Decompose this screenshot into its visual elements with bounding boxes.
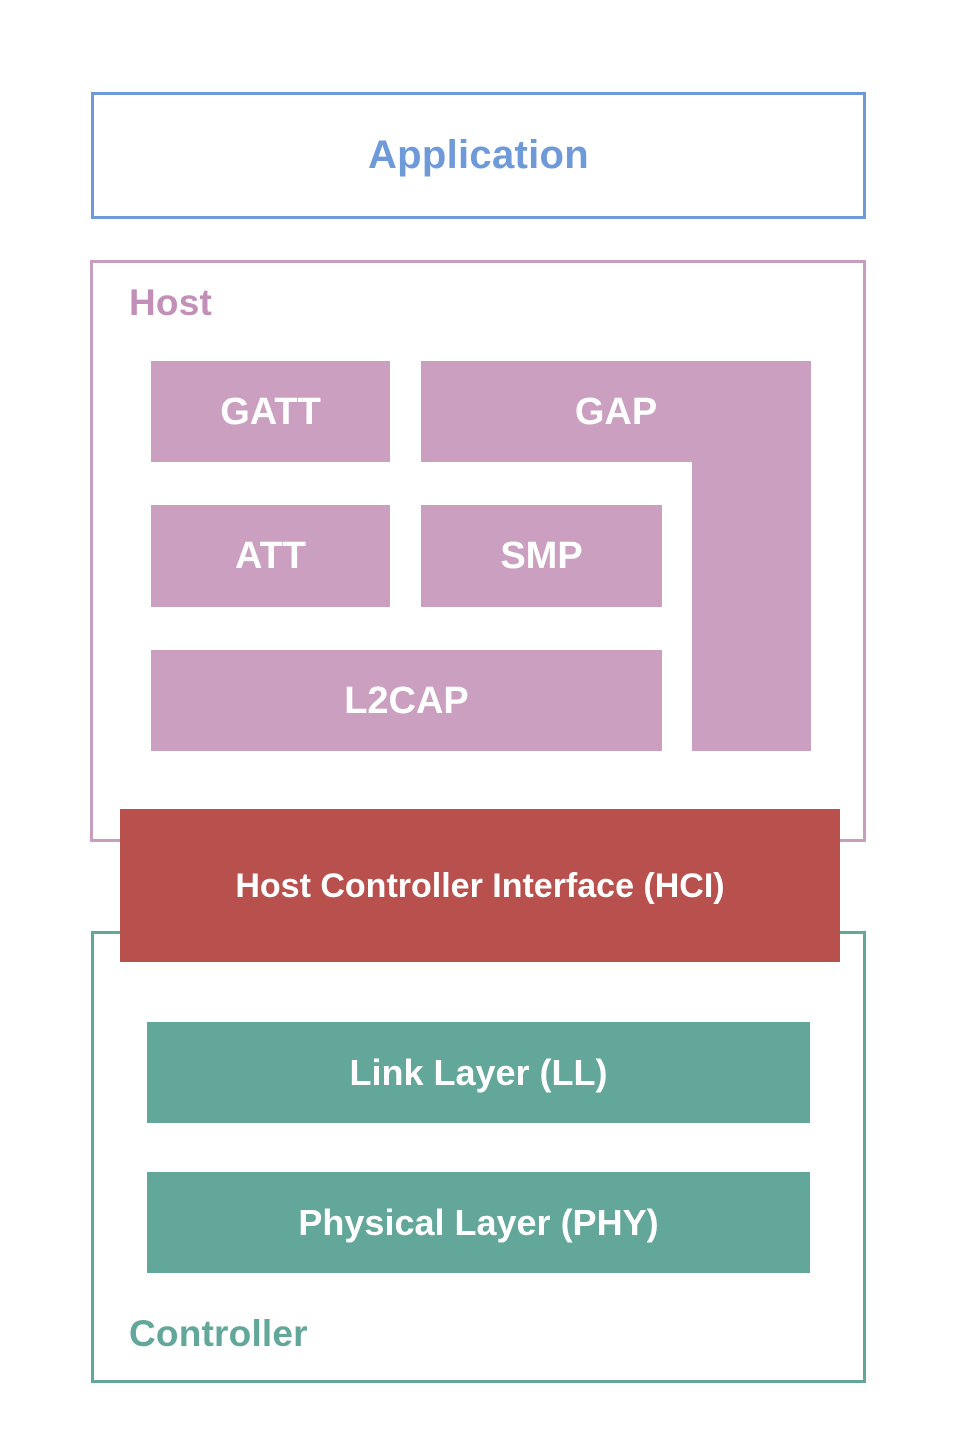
gap-top-bar-shape (421, 361, 811, 462)
host-block-gap: GAP (421, 361, 811, 751)
host-controller-interface-bar: Host Controller Interface (HCI) (120, 809, 840, 962)
host-block-gap-label: GAP (574, 390, 658, 433)
controller-block-link-layer: Link Layer (LL) (147, 1022, 810, 1123)
controller-block-physical-layer: Physical Layer (PHY) (147, 1172, 810, 1273)
host-block-att: ATT (151, 505, 390, 607)
controller-layer-label: Controller (129, 1313, 308, 1354)
host-layer-label: Host (129, 282, 213, 323)
host-block-l2cap: L2CAP (151, 650, 662, 751)
host-block-gatt: GATT (151, 361, 390, 462)
gap-right-column-shape (692, 456, 811, 751)
host-block-smp: SMP (421, 505, 662, 607)
application-layer-label: Application (367, 133, 590, 177)
application-layer-box (91, 92, 866, 219)
